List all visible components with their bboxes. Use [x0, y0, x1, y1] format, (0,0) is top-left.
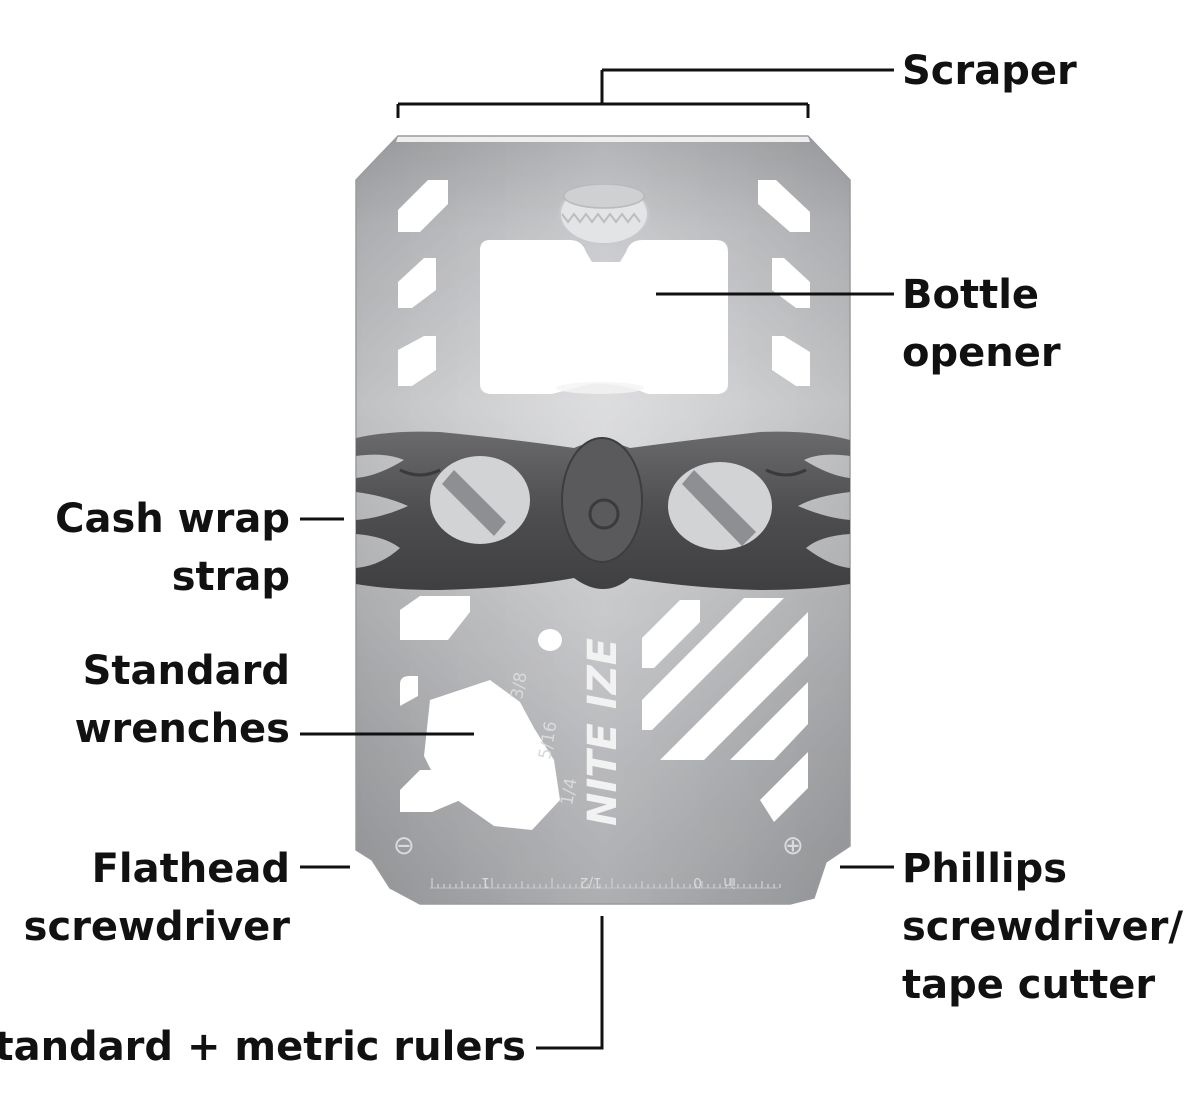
- bottle-cap-graphic: [559, 183, 649, 245]
- cash-wrap-strap: [356, 431, 850, 590]
- bottle-opener-line-1: Bottle: [902, 272, 1040, 318]
- brand-mark: NITE IZE: [580, 638, 626, 826]
- rulers-label-text: Standard + metric rulers: [0, 1024, 526, 1070]
- phillips-line-3: tape cutter: [902, 962, 1156, 1008]
- flathead-line-1: Flathead: [91, 846, 290, 892]
- leader-lines: [300, 292, 894, 1050]
- flathead-screwdriver-label: Flathead screwdriver: [24, 840, 290, 956]
- scraper-bracket: [396, 68, 894, 118]
- ruler-label-half: 1/2: [579, 874, 602, 890]
- wrench-size-3-8: 3/8: [507, 670, 531, 700]
- bottle-opener-label: Bottle opener: [902, 266, 1061, 382]
- cash-wrap-line-1: Cash wrap: [55, 496, 290, 542]
- scraper-label: Scraper: [902, 42, 1077, 100]
- opener-glint: [556, 382, 644, 394]
- standard-wrenches-label: Standard wrenches: [75, 642, 290, 758]
- leader-rulers: [536, 916, 604, 1050]
- flathead-symbol: ⊖: [393, 831, 415, 861]
- rulers-label: Standard + metric rulers: [0, 1018, 526, 1076]
- bottle-opener-line-2: opener: [902, 330, 1061, 376]
- phillips-symbol: ⊕: [782, 831, 804, 861]
- phillips-line-1: Phillips: [902, 846, 1068, 892]
- cash-wrap-line-2: strap: [171, 554, 290, 600]
- ruler: 1 1/2 0 in: [430, 874, 781, 890]
- cash-wrap-strap-label: Cash wrap strap: [55, 490, 290, 606]
- scraper-label-text: Scraper: [902, 48, 1077, 94]
- ruler-label-1: 1: [481, 874, 490, 890]
- ruler-label-0: 0: [693, 874, 702, 890]
- wrenches-line-2: wrenches: [74, 706, 290, 752]
- wrench-size-1-4: 1/4: [557, 776, 581, 806]
- phillips-line-2: screwdriver/: [902, 904, 1183, 950]
- flathead-line-2: screwdriver: [23, 904, 290, 950]
- wrenches-line-1: Standard: [82, 648, 290, 694]
- phillips-screwdriver-label: Phillips screwdriver/ tape cutter: [902, 840, 1183, 1014]
- ruler-label-in: in: [723, 874, 736, 890]
